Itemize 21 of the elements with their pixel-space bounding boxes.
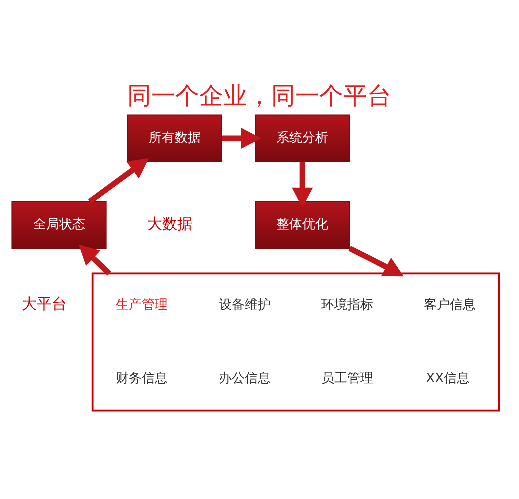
arrow: [222, 128, 262, 150]
node-text: 环境指标: [321, 298, 374, 313]
node-text: 设备维护: [218, 298, 271, 313]
node-text: 办公信息: [218, 372, 271, 387]
diagram-title: 同一个企业，同一个平台: [128, 80, 392, 110]
node-text: XX信息: [426, 372, 470, 387]
cluster: [92, 272, 500, 412]
label: 大平台: [22, 294, 67, 313]
node-text: 生产管理: [116, 298, 168, 313]
node-text: 财务信息: [116, 372, 168, 387]
node-box: 系统分析: [255, 114, 350, 162]
node-text: 员工管理: [321, 372, 374, 387]
node-box: 所有数据: [127, 114, 222, 162]
node-text: 客户信息: [424, 298, 476, 313]
arrow: [348, 246, 404, 277]
node-box: 全局状态: [12, 201, 107, 250]
arrow: [292, 162, 314, 208]
node-box: 整体优化: [255, 201, 350, 250]
label: 大数据: [148, 214, 193, 233]
arrow: [88, 158, 150, 204]
arrow: [78, 244, 112, 276]
